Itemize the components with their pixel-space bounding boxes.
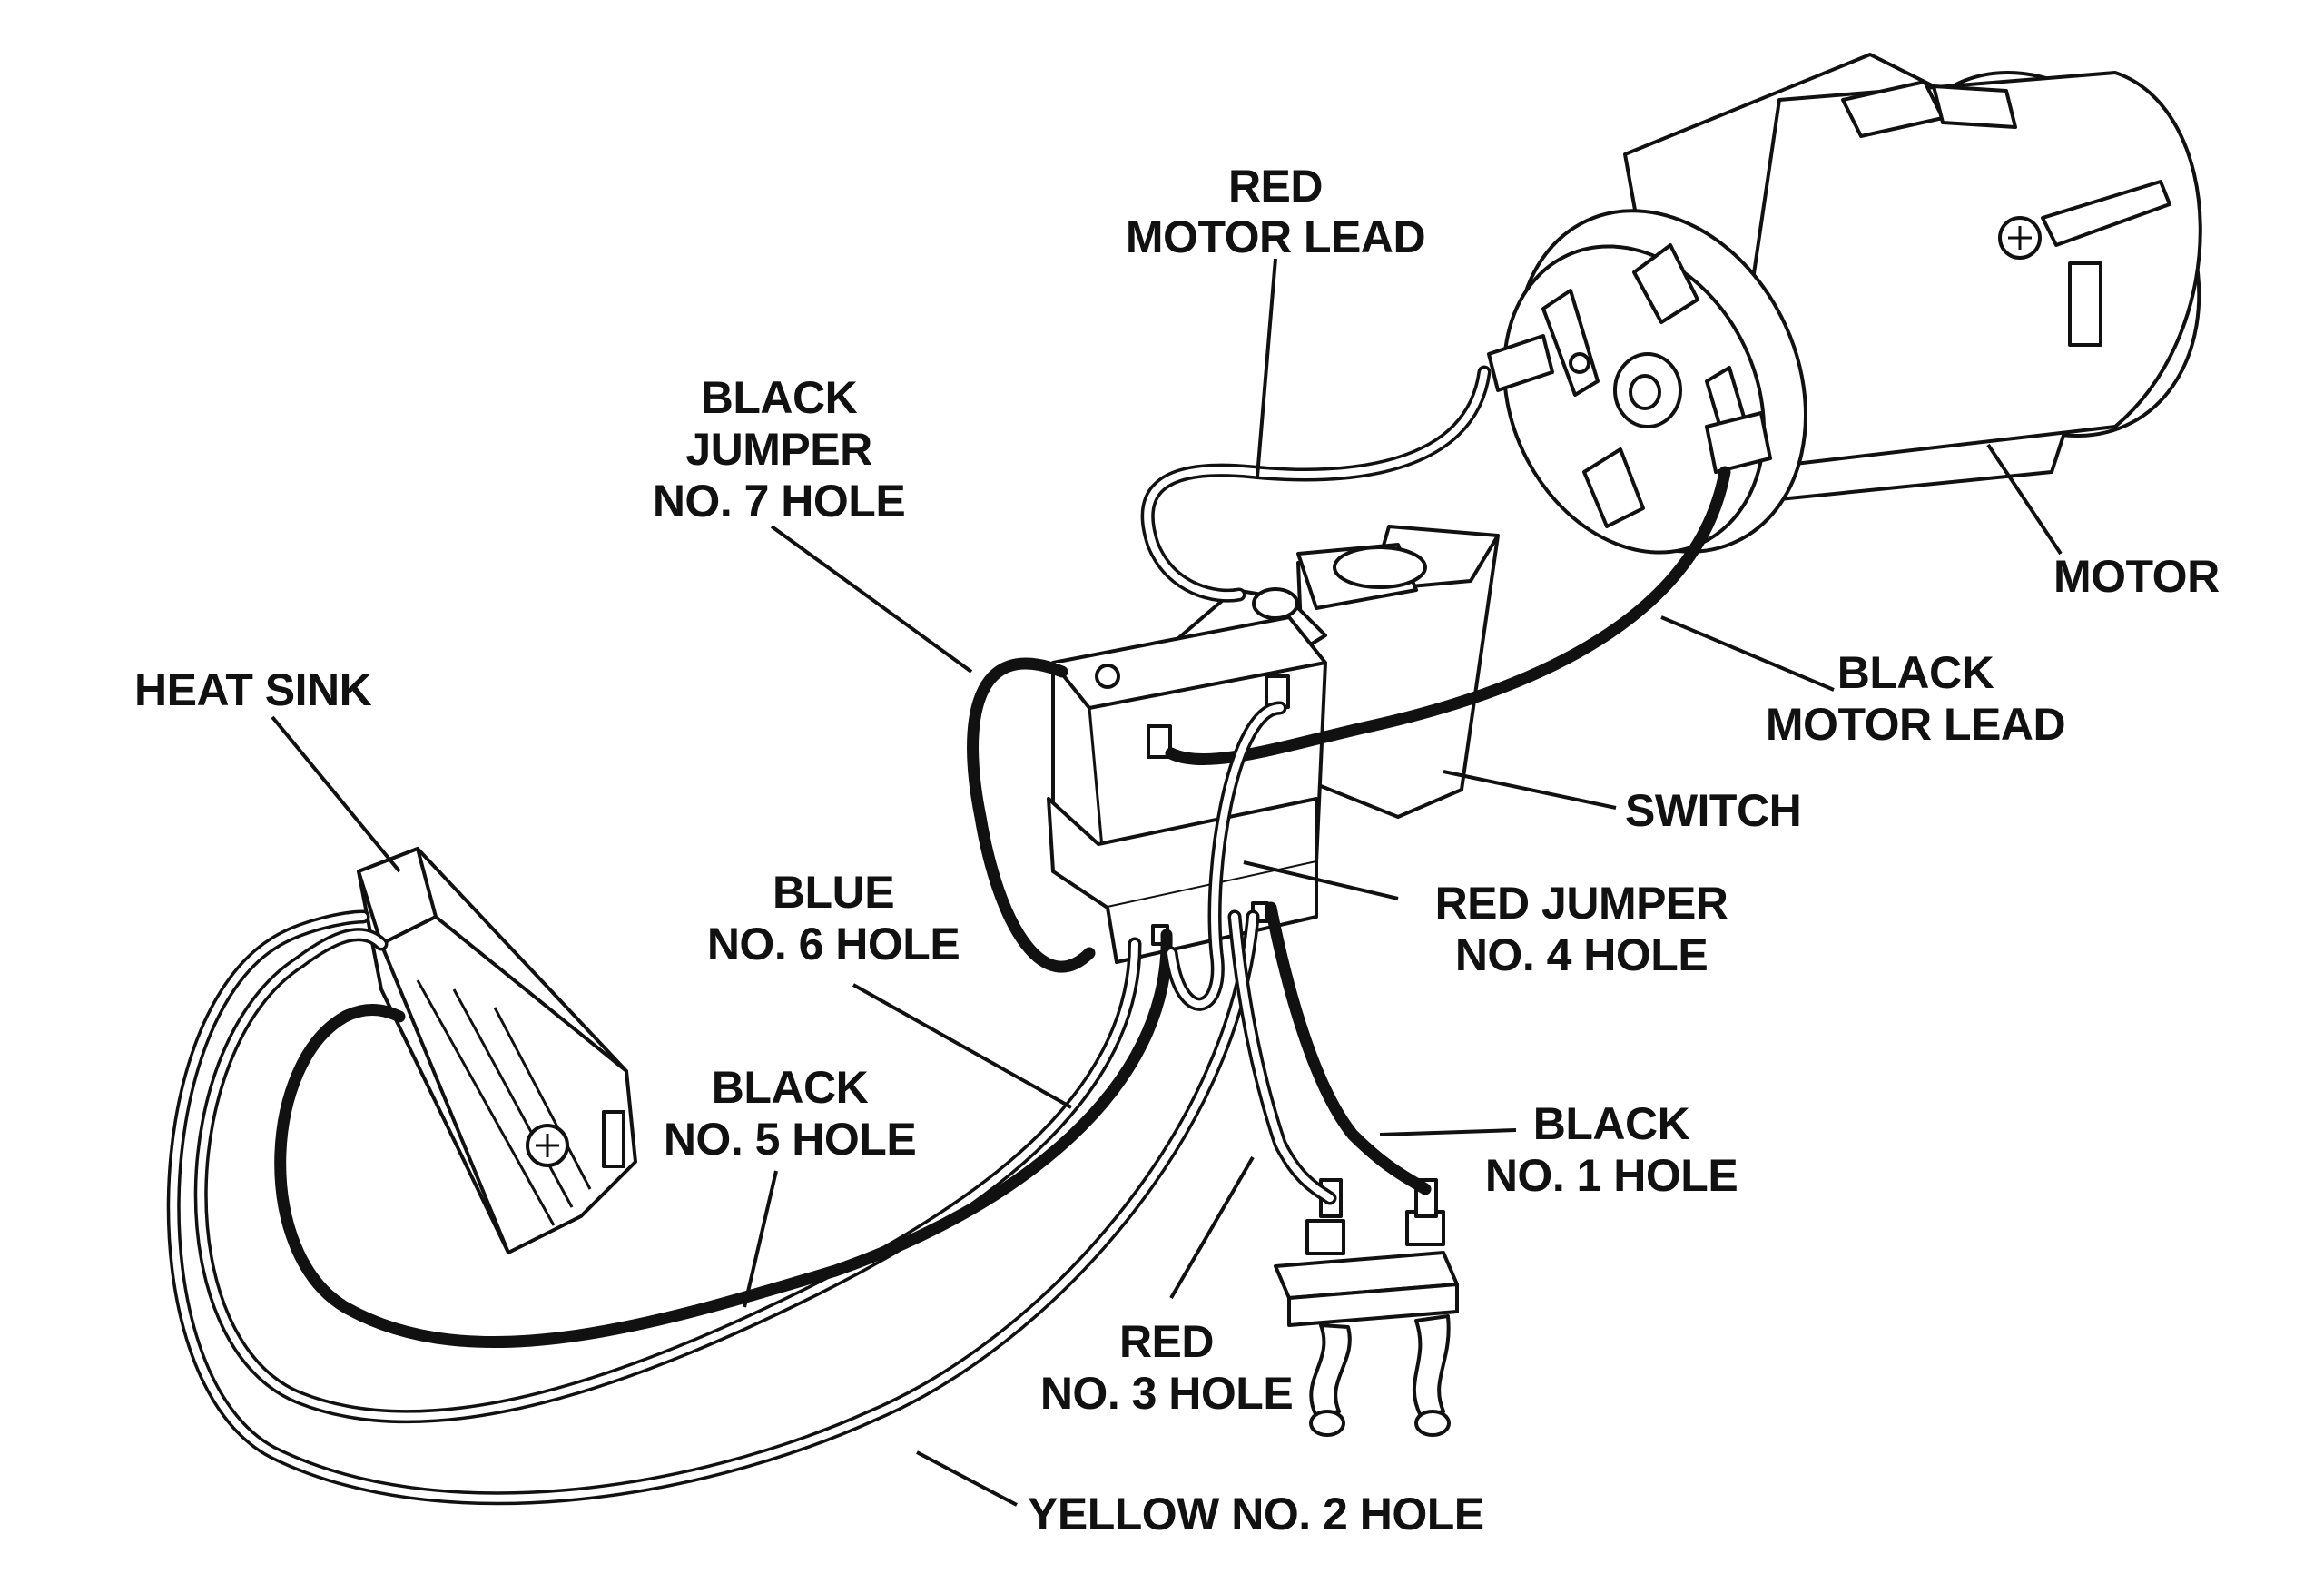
- leader-black-no5: [743, 1170, 778, 1308]
- label-red-no3-1: RED: [1119, 1316, 1214, 1367]
- label-black-motor-lead-2: MOTOR LEAD: [1766, 699, 2065, 750]
- leader-lines: [271, 258, 2063, 1507]
- leader-yellow-no2: [916, 1450, 1018, 1507]
- leader-black-no1: [1379, 1128, 1517, 1136]
- label-black-no1-1: BLACK: [1533, 1098, 1690, 1149]
- label-yellow-no2: YELLOW NO. 2 HOLE: [1028, 1489, 1484, 1539]
- label-black-jumper-3: NO. 7 HOLE: [653, 476, 905, 526]
- label-blue-no6-2: NO. 6 HOLE: [707, 919, 960, 969]
- label-red-motor-lead-1: RED: [1228, 161, 1323, 211]
- label-black-no5-1: BLACK: [712, 1062, 869, 1113]
- label-blue-no6-1: BLUE: [773, 867, 894, 918]
- leader-black-motor-lead: [1660, 615, 1835, 692]
- label-red-jumper-1: RED JUMPER: [1435, 878, 1728, 929]
- label-black-jumper-2: JUMPER: [685, 424, 872, 475]
- leader-motor: [1986, 443, 2063, 556]
- label-black-no5-2: NO. 5 HOLE: [664, 1114, 916, 1165]
- label-black-jumper-1: BLACK: [701, 372, 858, 423]
- leader-black-jumper: [770, 525, 973, 674]
- label-red-jumper-2: NO. 4 HOLE: [1455, 929, 1708, 980]
- leader-red-jumper: [1243, 860, 1399, 900]
- label-red-motor-lead-2: MOTOR LEAD: [1126, 211, 1425, 262]
- label-heat-sink: HEAT SINK: [134, 664, 372, 715]
- leader-heat-sink: [271, 715, 401, 873]
- motor: [1487, 53, 2202, 555]
- label-red-no3-2: NO. 3 HOLE: [1040, 1368, 1293, 1419]
- wires: [166, 365, 1731, 1506]
- leader-red-motor-lead: [1256, 258, 1277, 477]
- label-black-motor-lead-1: BLACK: [1837, 647, 1994, 698]
- label-black-no1-2: NO. 1 HOLE: [1485, 1150, 1738, 1201]
- leader-switch: [1443, 770, 1617, 810]
- heat-sink: [357, 847, 637, 1254]
- labels: RED MOTOR LEAD BLACK JUMPER NO. 7 HOLE H…: [134, 161, 2221, 1539]
- label-motor: MOTOR: [2053, 551, 2220, 602]
- leader-red-no3: [1169, 1155, 1255, 1300]
- terminal-connector: [1274, 1178, 1459, 1437]
- label-switch: SWITCH: [1625, 785, 1801, 836]
- leader-blue-no6: [852, 983, 1072, 1109]
